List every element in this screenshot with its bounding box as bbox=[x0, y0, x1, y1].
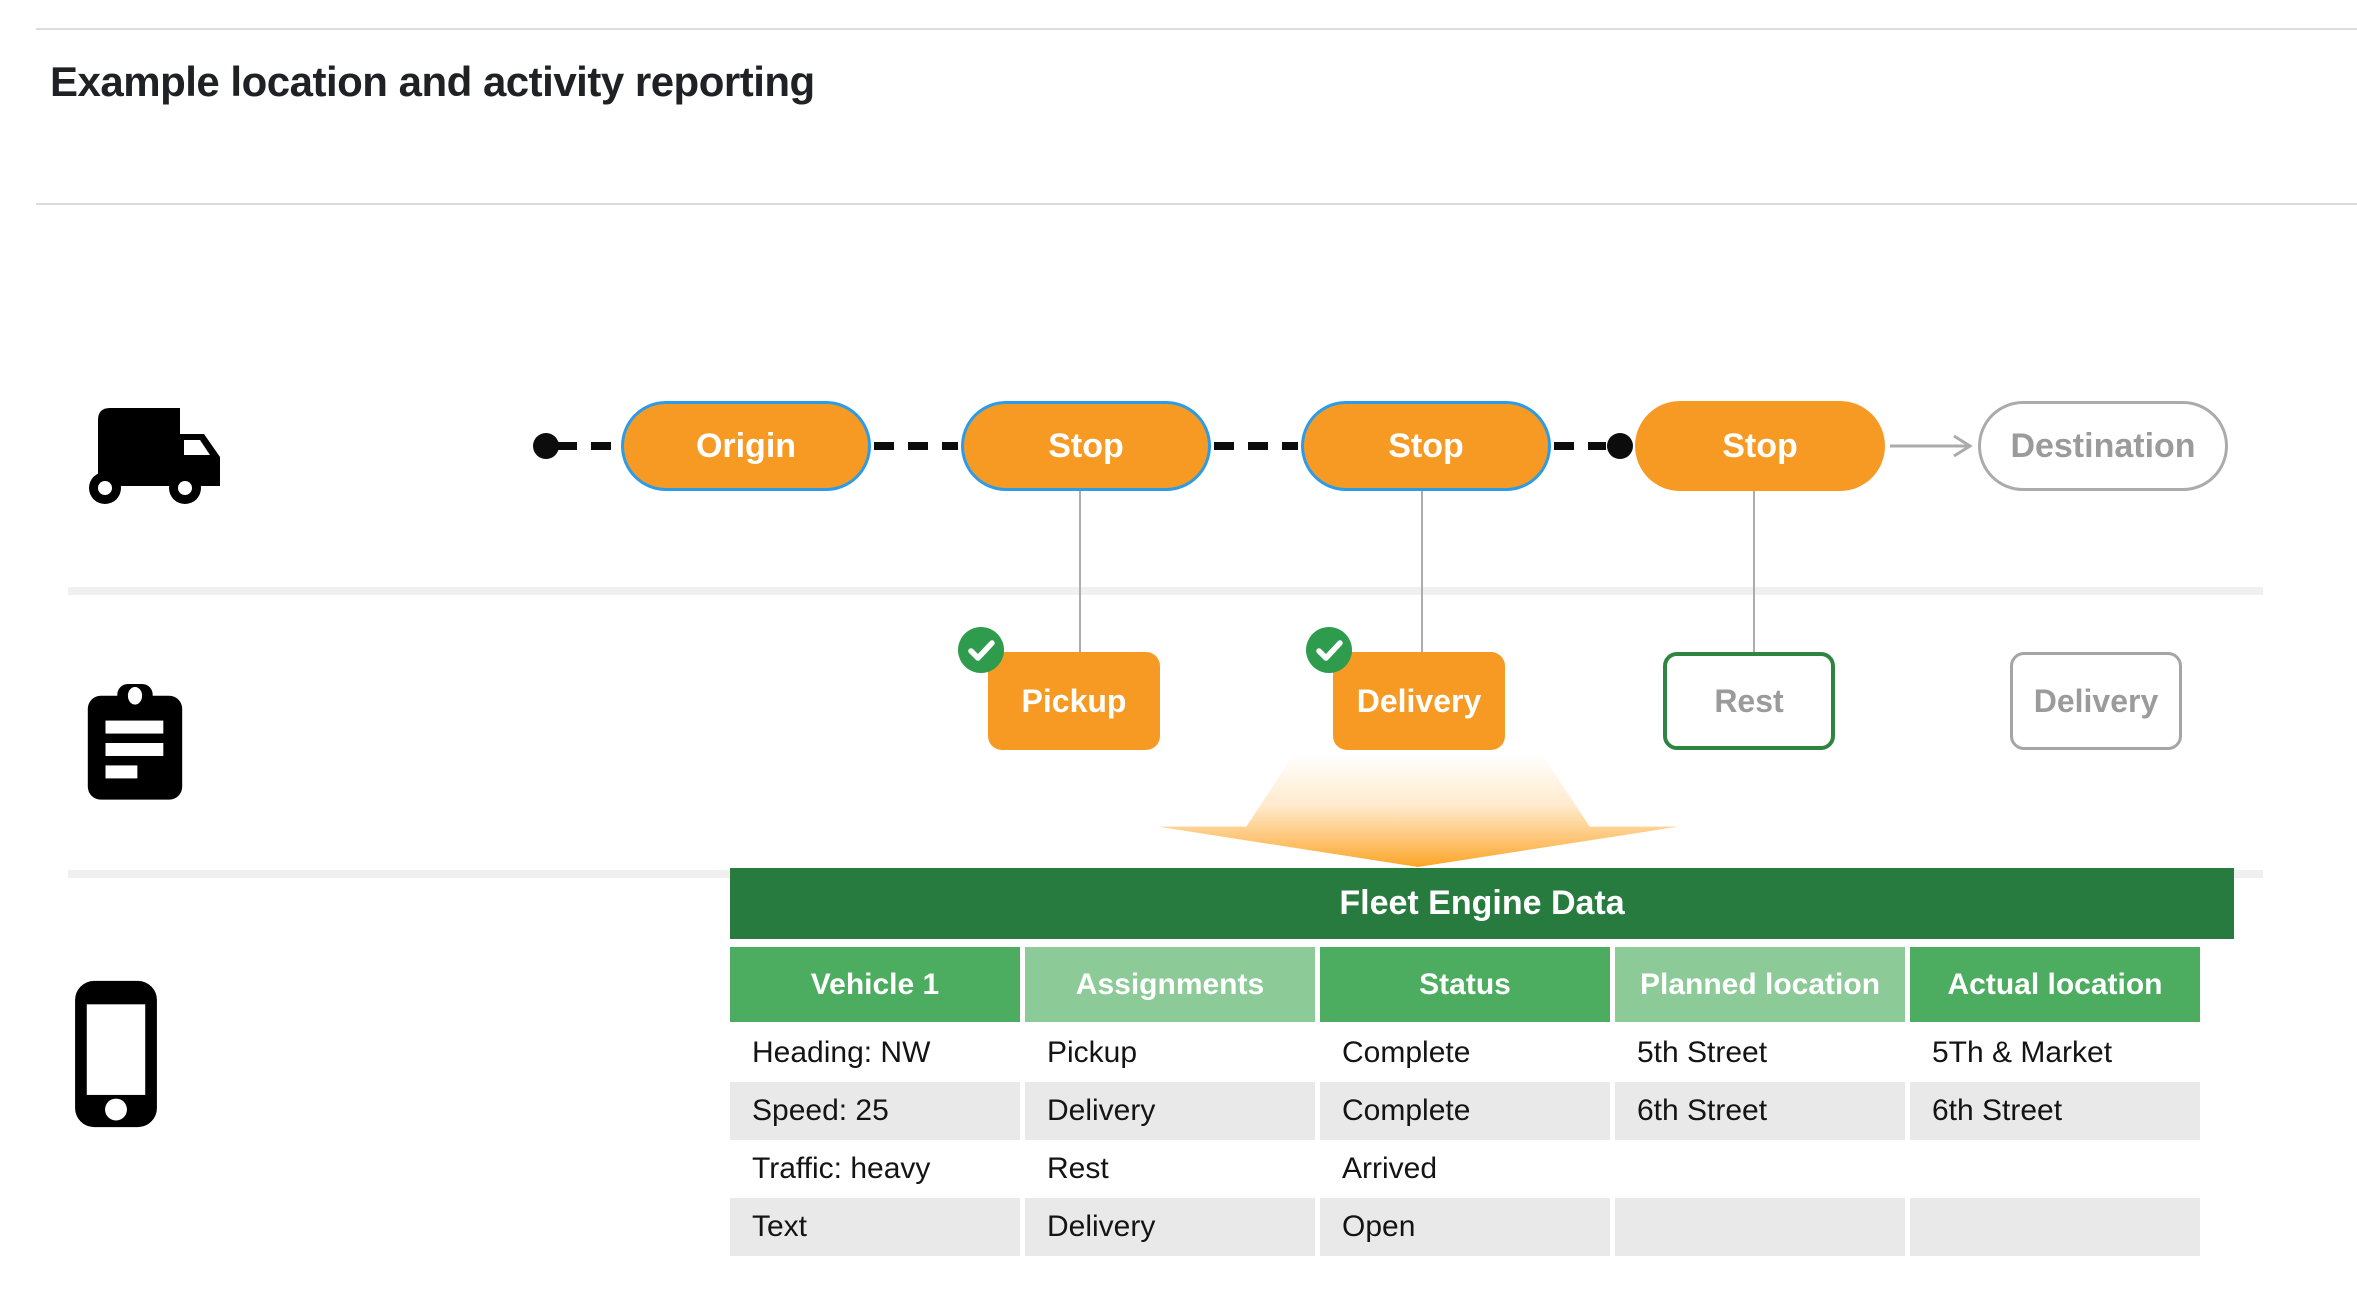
route-pill-label: Origin bbox=[695, 426, 797, 465]
route-pill-stop-2: Stop bbox=[1301, 401, 1551, 491]
column-header-actual-location: Actual location bbox=[1910, 947, 2200, 1022]
down-arrow-icon bbox=[1158, 755, 1678, 867]
table-cell: Pickup bbox=[1047, 1036, 1138, 1069]
section-divider-1 bbox=[68, 587, 2263, 595]
table-cell: Traffic: heavy bbox=[752, 1152, 931, 1185]
activity-box-delivery-future: Delivery bbox=[2010, 652, 2182, 750]
activity-label: Delivery bbox=[2033, 682, 2159, 719]
table-cell: 5Th & Market bbox=[1932, 1036, 2113, 1069]
table-title: Fleet Engine Data bbox=[1339, 884, 1625, 922]
route-midpoint-dot bbox=[1607, 433, 1633, 459]
title-rule bbox=[36, 203, 2357, 205]
activity-label: Delivery bbox=[1356, 682, 1482, 719]
route-dash-segment bbox=[1214, 442, 1298, 450]
arrow-to-destination-icon bbox=[1890, 434, 1973, 458]
table-cell: Complete bbox=[1320, 1082, 1610, 1140]
table-cell: Heading: NW bbox=[752, 1036, 931, 1069]
route-dash-segment bbox=[874, 442, 958, 450]
column-header-assignments: Assignments bbox=[1025, 947, 1315, 1022]
table-cell bbox=[1615, 1198, 1905, 1256]
activity-label: Pickup bbox=[1021, 682, 1127, 719]
column-header-planned-location: Planned location bbox=[1615, 947, 1905, 1022]
route-dash-segment bbox=[557, 442, 617, 450]
column-header-status: Status bbox=[1320, 947, 1610, 1022]
route-pill-label: Destination bbox=[2010, 426, 2196, 465]
truck-icon bbox=[89, 408, 220, 504]
table-cell: Delivery bbox=[1025, 1198, 1315, 1256]
table-cell bbox=[1910, 1198, 2200, 1256]
route-pill-label: Stop bbox=[1388, 426, 1464, 465]
route-pill-destination: Destination bbox=[1978, 401, 2228, 491]
route-pill-stop-1: Stop bbox=[961, 401, 1211, 491]
connector-line bbox=[1753, 491, 1755, 652]
table-cell bbox=[1615, 1140, 1905, 1198]
table-cell: Text bbox=[730, 1198, 1020, 1256]
table-cell: Speed: 25 bbox=[730, 1082, 1020, 1140]
column-header-vehicle: Vehicle 1 bbox=[730, 947, 1020, 1022]
page-title: Example location and activity reporting bbox=[50, 58, 815, 105]
table-cell: Complete bbox=[1342, 1036, 1471, 1069]
route-pill-label: Stop bbox=[1722, 426, 1798, 465]
connector-line bbox=[1421, 491, 1423, 652]
route-pill-stop-3: Stop bbox=[1635, 401, 1885, 491]
route-dash-segment bbox=[1554, 442, 1606, 450]
table-body: Heading: NW Pickup Complete 5th Street 5… bbox=[730, 1024, 2200, 1256]
check-circle-icon bbox=[958, 627, 1004, 673]
route-pill-origin: Origin bbox=[621, 401, 871, 491]
table-cell: Open bbox=[1320, 1198, 1610, 1256]
phone-icon bbox=[75, 980, 157, 1128]
clipboard-icon bbox=[87, 684, 183, 800]
check-circle-icon bbox=[1306, 627, 1352, 673]
table-cell: Rest bbox=[1047, 1152, 1109, 1185]
table-cell: Arrived bbox=[1342, 1152, 1438, 1185]
connector-line bbox=[1079, 491, 1081, 652]
table-cell: 6th Street bbox=[1910, 1082, 2200, 1140]
table-cell: Delivery bbox=[1025, 1082, 1315, 1140]
activity-box-rest: Rest bbox=[1663, 652, 1835, 750]
table-cell: 6th Street bbox=[1615, 1082, 1905, 1140]
table-cell: 5th Street bbox=[1637, 1036, 1768, 1069]
route-start-dot bbox=[533, 433, 559, 459]
activity-box-delivery: Delivery bbox=[1333, 652, 1505, 750]
route-pill-label: Stop bbox=[1048, 426, 1124, 465]
top-rule bbox=[36, 28, 2357, 30]
table-title-bar: Fleet Engine Data bbox=[730, 868, 2234, 939]
activity-box-pickup: Pickup bbox=[988, 652, 1160, 750]
table-cell bbox=[1910, 1140, 2200, 1198]
activity-label: Rest bbox=[1714, 682, 1784, 719]
table-header-row: Vehicle 1 Assignments Status Planned loc… bbox=[730, 947, 2200, 1022]
